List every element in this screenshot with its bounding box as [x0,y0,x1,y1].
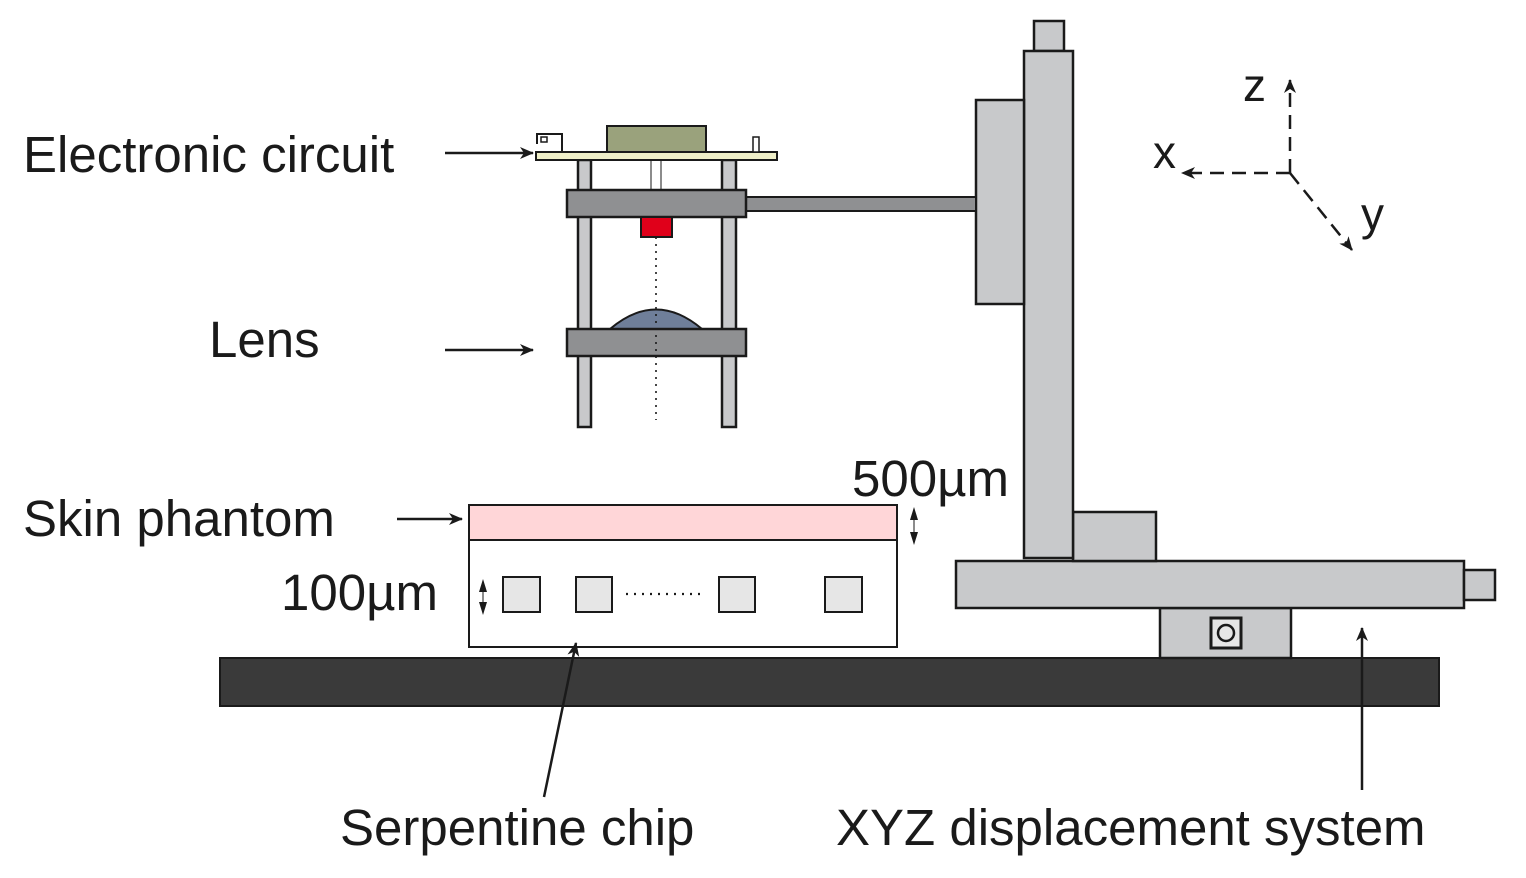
stage-knob [1209,616,1243,650]
circuit-board [535,151,778,161]
column-top-cap [1032,19,1066,53]
upper-plate [565,188,748,219]
depth-marker [479,579,487,615]
board-connector [536,133,563,152]
skin-phantom-label: Skin phantom [23,490,335,547]
sample [468,504,898,648]
xyz-system-label: XYZ displacement system [836,799,1426,856]
y-axis-label: y [1361,188,1384,240]
coordinate-frame: z x y [1153,59,1384,251]
stage-knob-ring [1216,623,1236,643]
stage-rail [954,559,1466,610]
chip-channel [824,576,863,613]
base-plate [219,657,1440,707]
stage-rail-end [1462,568,1497,602]
lens [607,308,705,330]
serpentine-chip-arrow [542,642,580,798]
x-axis-label: x [1153,126,1176,178]
image-sensor [640,216,673,238]
lens-label: Lens [209,311,320,368]
serpentine-chip-label: Serpentine chip [340,799,694,856]
vertical-column [1022,49,1075,560]
skin-phantom-layer [468,504,898,541]
chip-channel [575,576,613,613]
circuit-chip [606,125,707,153]
y-axis-arrow [1289,172,1353,251]
chip-channel [502,576,541,613]
column-block [1071,510,1158,563]
thickness-marker [910,507,918,545]
z-axis-label: z [1243,59,1266,111]
board-pin [752,136,760,153]
channel-depth-label: 100µm [281,564,438,621]
chip-channel [718,576,756,613]
board-connector-hole [540,136,548,143]
carriage-block [974,98,1026,306]
horizontal-arm [745,196,977,212]
phantom-thickness-label: 500µm [852,450,1009,507]
xyz-stage [745,19,1497,660]
electronic-circuit-label: Electronic circuit [23,126,394,183]
optical-head [535,125,778,429]
